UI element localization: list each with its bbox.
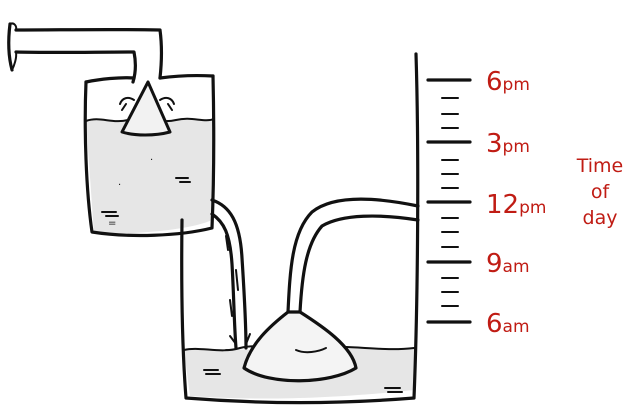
label-3pm: 3pm bbox=[486, 129, 530, 159]
label-9am: 9am bbox=[486, 249, 530, 279]
time-scale bbox=[428, 80, 470, 322]
faucet-pipe-icon bbox=[9, 23, 162, 82]
axis-title: Time of day bbox=[576, 155, 624, 229]
svg-text:.: . bbox=[150, 152, 153, 163]
axis-title-line1: Time bbox=[576, 155, 624, 177]
label-6am: 6am bbox=[486, 309, 530, 339]
svg-text:=: = bbox=[108, 218, 116, 229]
drip-stream-icon bbox=[212, 200, 250, 350]
float-cone-icon bbox=[120, 82, 174, 135]
axis-title-line3: day bbox=[583, 207, 618, 229]
scale-labels: 6pm 3pm 12pm 9am 6am bbox=[486, 67, 546, 339]
label-6pm: 6pm bbox=[486, 67, 530, 97]
label-12pm: 12pm bbox=[486, 190, 546, 220]
svg-text:.: . bbox=[118, 177, 121, 188]
axis-title-line2: of bbox=[591, 181, 611, 203]
